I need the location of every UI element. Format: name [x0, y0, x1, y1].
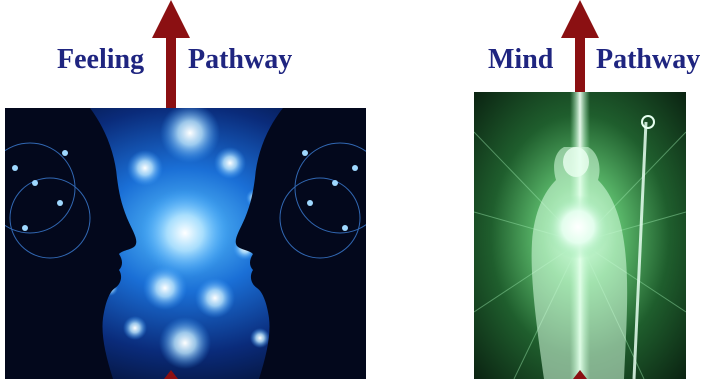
arrow-up-icon	[152, 0, 190, 38]
arrow-shaft	[575, 38, 585, 92]
mind-pathway-panel: Mind Pathway	[380, 0, 714, 379]
feeling-pathway-panel: Feeling Pathway	[5, 0, 366, 379]
arrow-tip-bottom-icon	[573, 370, 587, 379]
arrow-up-icon	[561, 0, 599, 38]
arrow-shaft	[166, 38, 176, 108]
pathway-label-right: Pathway	[596, 44, 701, 75]
glowing-wizard-image	[474, 92, 686, 379]
mind-label: Mind	[488, 44, 554, 75]
two-faces-blue-energy-image	[5, 108, 366, 379]
arrow-tip-bottom-icon	[164, 370, 178, 379]
pathway-label-left: Pathway	[188, 44, 293, 75]
feeling-label: Feeling	[57, 44, 145, 75]
